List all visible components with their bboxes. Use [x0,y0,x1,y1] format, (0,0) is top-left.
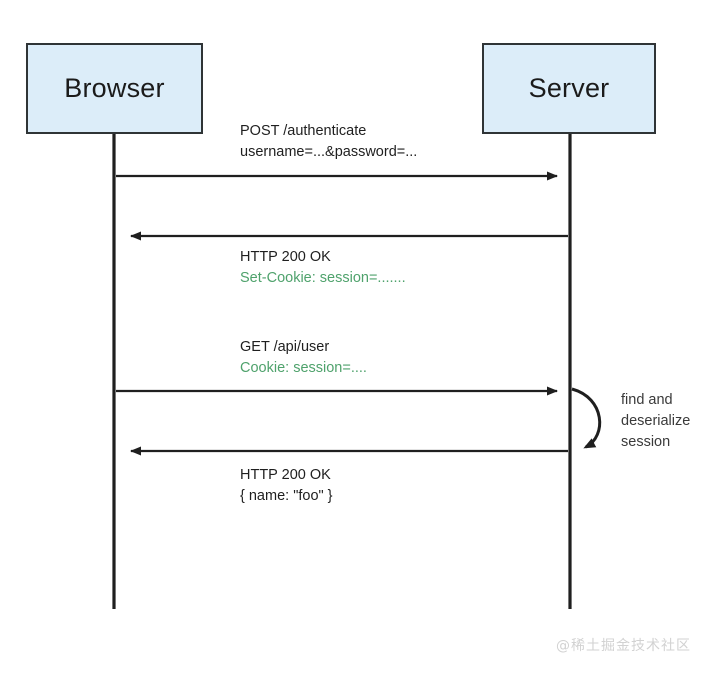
note-line-2: deserialize [621,413,691,429]
message-line-2: { name: "foo" } [240,488,333,504]
message-line-1: GET /api/user [240,339,330,355]
participant-browser-label: Browser [64,73,165,103]
message-label-http-200-set-cookie: HTTP 200 OK Set-Cookie: session=....... [240,247,406,289]
message-line-2: Cookie: session=.... [240,360,367,376]
message-line-2: Set-Cookie: session=....... [240,270,406,286]
message-label-http-200-payload: HTTP 200 OK { name: "foo" } [240,465,333,507]
message-line-1: HTTP 200 OK [240,467,331,483]
note-find-deserialize-session: find and deserialize session [621,390,690,453]
message-label-get-api-user: GET /api/user Cookie: session=.... [240,337,367,379]
message-label-post-authenticate: POST /authenticate username=...&password… [240,121,417,163]
message-line-2: username=...&password=... [240,144,418,160]
note-line-1: find and [621,392,673,408]
participant-server-label: Server [528,73,610,103]
message-line-1: HTTP 200 OK [240,249,331,265]
note-line-3: session [621,434,671,450]
participant-browser: Browser [26,43,203,134]
watermark: @稀土掘金技术社区 [556,638,691,654]
participant-server: Server [482,43,656,134]
self-loop-arc [571,387,602,449]
message-line-1: POST /authenticate [240,123,367,139]
